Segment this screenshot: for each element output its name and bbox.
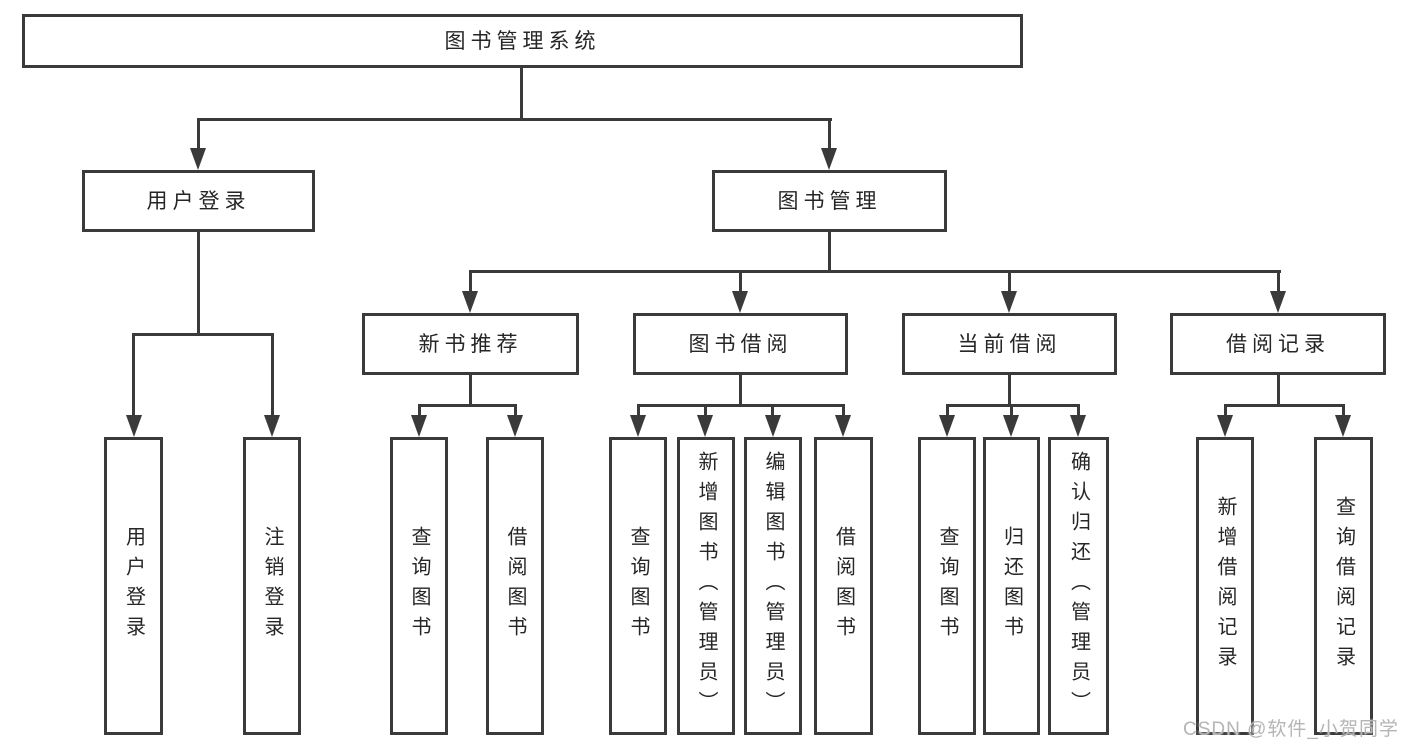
leaf-record-add-label: 新增借阅记录 xyxy=(1214,496,1236,676)
arrow-down xyxy=(1270,291,1286,313)
arrow-down xyxy=(126,415,142,437)
connector-root-trunk xyxy=(520,68,523,121)
leaf-newbook-query-label: 查询图书 xyxy=(408,526,430,646)
arrow-down xyxy=(1335,415,1351,437)
node-book-borrow: 图书借阅 xyxy=(633,313,848,375)
leaf-current-query-label: 查询图书 xyxy=(936,526,958,646)
arrow-down xyxy=(732,291,748,313)
connector-stem xyxy=(637,404,640,417)
arrow-down xyxy=(697,415,713,437)
connector-stem xyxy=(1342,404,1345,417)
connector-new-book-trunk xyxy=(469,375,472,406)
arrow-down xyxy=(939,415,955,437)
connector-stem xyxy=(771,404,774,417)
connector-book-management-trunk xyxy=(828,232,831,272)
arrow-down xyxy=(821,148,837,170)
arrow-down xyxy=(630,415,646,437)
leaf-borrow-query-label: 查询图书 xyxy=(627,526,649,646)
arrow-down xyxy=(1001,291,1017,313)
connector-level3-split xyxy=(469,270,1281,273)
arrow-down xyxy=(190,148,206,170)
connector-new-book-split xyxy=(418,404,517,407)
leaf-logout-label: 注销登录 xyxy=(261,526,283,646)
connector-stem xyxy=(946,404,949,417)
connector-user-login-trunk xyxy=(197,232,200,335)
connector-stem xyxy=(842,404,845,417)
connector-stem xyxy=(418,404,421,417)
node-borrow-record: 借阅记录 xyxy=(1170,313,1386,375)
connector-level2-split xyxy=(197,118,832,121)
arrow-down xyxy=(835,415,851,437)
arrow-down xyxy=(1217,415,1233,437)
leaf-record-add: 新增借阅记录 xyxy=(1196,437,1254,735)
arrow-down xyxy=(411,415,427,437)
node-root: 图书管理系统 xyxy=(22,14,1023,68)
node-user-login: 用户登录 xyxy=(82,170,315,232)
arrow-down xyxy=(462,291,478,313)
leaf-current-query: 查询图书 xyxy=(918,437,976,735)
node-current-borrow: 当前借阅 xyxy=(902,313,1117,375)
leaf-current-return: 归还图书 xyxy=(983,437,1040,735)
leaf-logout: 注销登录 xyxy=(243,437,301,735)
arrow-down xyxy=(1003,415,1019,437)
connector-book-borrow-trunk xyxy=(739,375,742,406)
arrow-down xyxy=(1070,415,1086,437)
connector-stem xyxy=(514,404,517,417)
arrow-down xyxy=(765,415,781,437)
connector-stem xyxy=(739,270,742,295)
arrow-down xyxy=(264,415,280,437)
node-borrow-record-label: 借阅记录 xyxy=(1226,332,1330,356)
node-book-management: 图书管理 xyxy=(712,170,947,232)
leaf-user-login: 用户登录 xyxy=(104,437,163,735)
leaf-borrow-edit-admin: 编辑图书（管理员） xyxy=(744,437,802,735)
leaf-borrow-borrow-label: 借阅图书 xyxy=(832,526,855,646)
leaf-newbook-query: 查询图书 xyxy=(390,437,448,735)
connector-stem xyxy=(271,333,274,417)
leaf-current-confirm-admin: 确认归还（管理员） xyxy=(1048,437,1109,735)
connector-user-login-stem xyxy=(197,118,200,152)
leaf-borrow-add-admin: 新增图书（管理员） xyxy=(677,437,735,735)
connector-stem xyxy=(132,333,135,417)
leaf-user-login-label: 用户登录 xyxy=(122,526,145,646)
leaf-newbook-borrow: 借阅图书 xyxy=(486,437,544,735)
connector-book-borrow-split xyxy=(637,404,845,407)
leaf-record-query-label: 查询借阅记录 xyxy=(1332,496,1355,676)
connector-stem xyxy=(704,404,707,417)
leaf-borrow-borrow: 借阅图书 xyxy=(814,437,873,735)
node-new-book-recommend: 新书推荐 xyxy=(362,313,579,375)
connector-stem xyxy=(1008,270,1011,295)
leaf-borrow-add-admin-label: 新增图书（管理员） xyxy=(695,451,717,721)
leaf-current-return-label: 归还图书 xyxy=(1000,526,1023,646)
connector-current-borrow-trunk xyxy=(1008,375,1011,406)
arrow-down xyxy=(507,415,523,437)
connector-borrow-record-split xyxy=(1224,404,1345,407)
leaf-current-confirm-admin-label: 确认归还（管理员） xyxy=(1067,451,1090,721)
node-user-login-label: 用户登录 xyxy=(146,189,251,213)
node-new-book-recommend-label: 新书推荐 xyxy=(418,332,523,356)
leaf-record-query: 查询借阅记录 xyxy=(1314,437,1373,735)
connector-stem xyxy=(1077,404,1080,417)
connector-user-login-split xyxy=(132,333,274,336)
connector-stem xyxy=(469,270,472,295)
leaf-newbook-borrow-label: 借阅图书 xyxy=(504,526,526,646)
node-book-management-label: 图书管理 xyxy=(777,189,882,213)
leaf-borrow-query: 查询图书 xyxy=(609,437,667,735)
leaf-borrow-edit-admin-label: 编辑图书（管理员） xyxy=(762,451,784,721)
connector-book-management-stem xyxy=(828,118,831,152)
connector-stem xyxy=(1277,270,1280,295)
node-current-borrow-label: 当前借阅 xyxy=(957,332,1062,356)
node-book-borrow-label: 图书借阅 xyxy=(688,332,793,356)
connector-stem xyxy=(1010,404,1013,417)
connector-stem xyxy=(1224,404,1227,417)
connector-borrow-record-trunk xyxy=(1277,375,1280,406)
node-root-label: 图书管理系统 xyxy=(444,29,601,53)
watermark: CSDN @软件_小贺同学 xyxy=(1183,719,1399,740)
